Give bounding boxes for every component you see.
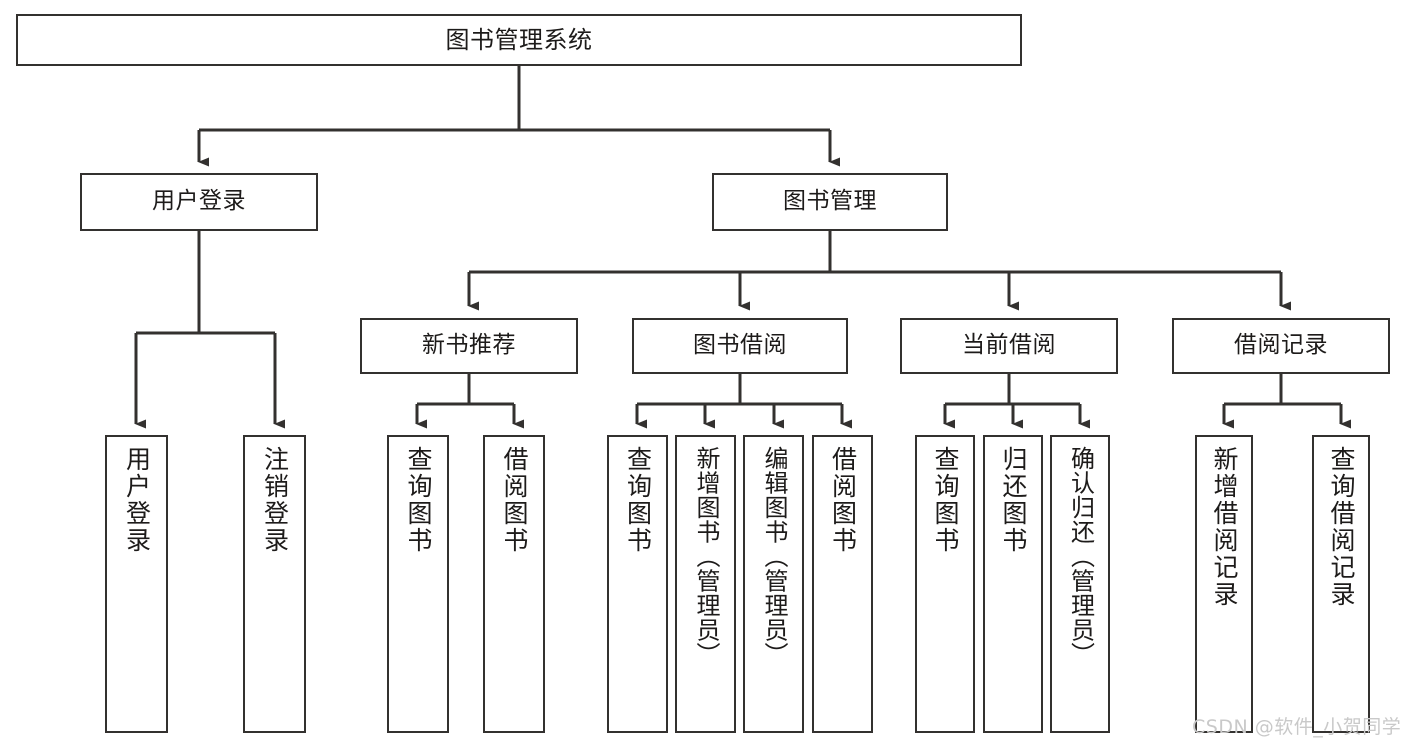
node-label: 新书推荐 bbox=[422, 332, 516, 359]
node-label: 用户登录 bbox=[152, 188, 246, 215]
node-label: 确认归还（管理员） bbox=[1066, 446, 1095, 667]
leaf-new-book-borrow[interactable]: 借阅图书 bbox=[483, 435, 545, 733]
node-label: 查询图书 bbox=[623, 446, 653, 554]
node-label: 借阅记录 bbox=[1234, 332, 1328, 359]
node-label: 归还图书 bbox=[999, 446, 1028, 554]
csdn-watermark: CSDN @软件_小贺同学 bbox=[1192, 716, 1402, 738]
leaf-user-login-logout[interactable]: 注销登录 bbox=[243, 435, 306, 733]
node-label: 图书管理 bbox=[783, 188, 877, 215]
node-root-library-system[interactable]: 图书管理系统 bbox=[16, 14, 1022, 66]
leaf-book-borrow-edit-admin[interactable]: 编辑图书（管理员） bbox=[743, 435, 804, 733]
node-label: 编辑图书（管理员） bbox=[759, 446, 788, 667]
node-label: 注销登录 bbox=[260, 446, 290, 554]
node-user-login[interactable]: 用户登录 bbox=[80, 173, 318, 231]
node-new-book-recommend[interactable]: 新书推荐 bbox=[360, 318, 578, 374]
node-label: 当前借阅 bbox=[962, 332, 1056, 359]
node-label: 图书管理系统 bbox=[445, 25, 593, 54]
leaf-borrow-record-query[interactable]: 查询借阅记录 bbox=[1312, 435, 1370, 733]
leaf-book-borrow-add-admin[interactable]: 新增图书（管理员） bbox=[675, 435, 736, 733]
node-label: 查询借阅记录 bbox=[1327, 446, 1356, 608]
leaf-book-borrow-borrow[interactable]: 借阅图书 bbox=[812, 435, 873, 733]
node-label: 用户登录 bbox=[122, 446, 152, 554]
leaf-book-borrow-query[interactable]: 查询图书 bbox=[607, 435, 668, 733]
leaf-new-book-query[interactable]: 查询图书 bbox=[387, 435, 449, 733]
leaf-user-login-login[interactable]: 用户登录 bbox=[105, 435, 168, 733]
node-borrow-record[interactable]: 借阅记录 bbox=[1172, 318, 1390, 374]
node-label: 借阅图书 bbox=[828, 446, 858, 554]
node-label: 图书借阅 bbox=[693, 332, 787, 359]
node-label: 新增借阅记录 bbox=[1210, 446, 1239, 608]
node-label: 新增图书（管理员） bbox=[691, 446, 720, 667]
node-label: 查询图书 bbox=[931, 446, 960, 554]
node-label: 借阅图书 bbox=[500, 446, 529, 554]
leaf-current-borrow-confirm-admin[interactable]: 确认归还（管理员） bbox=[1050, 435, 1110, 733]
node-book-borrow[interactable]: 图书借阅 bbox=[632, 318, 848, 374]
node-current-borrow[interactable]: 当前借阅 bbox=[900, 318, 1118, 374]
leaf-current-borrow-return[interactable]: 归还图书 bbox=[983, 435, 1043, 733]
node-book-management[interactable]: 图书管理 bbox=[712, 173, 948, 231]
leaf-current-borrow-query[interactable]: 查询图书 bbox=[915, 435, 975, 733]
leaf-borrow-record-add[interactable]: 新增借阅记录 bbox=[1195, 435, 1253, 733]
node-label: 查询图书 bbox=[404, 446, 433, 554]
